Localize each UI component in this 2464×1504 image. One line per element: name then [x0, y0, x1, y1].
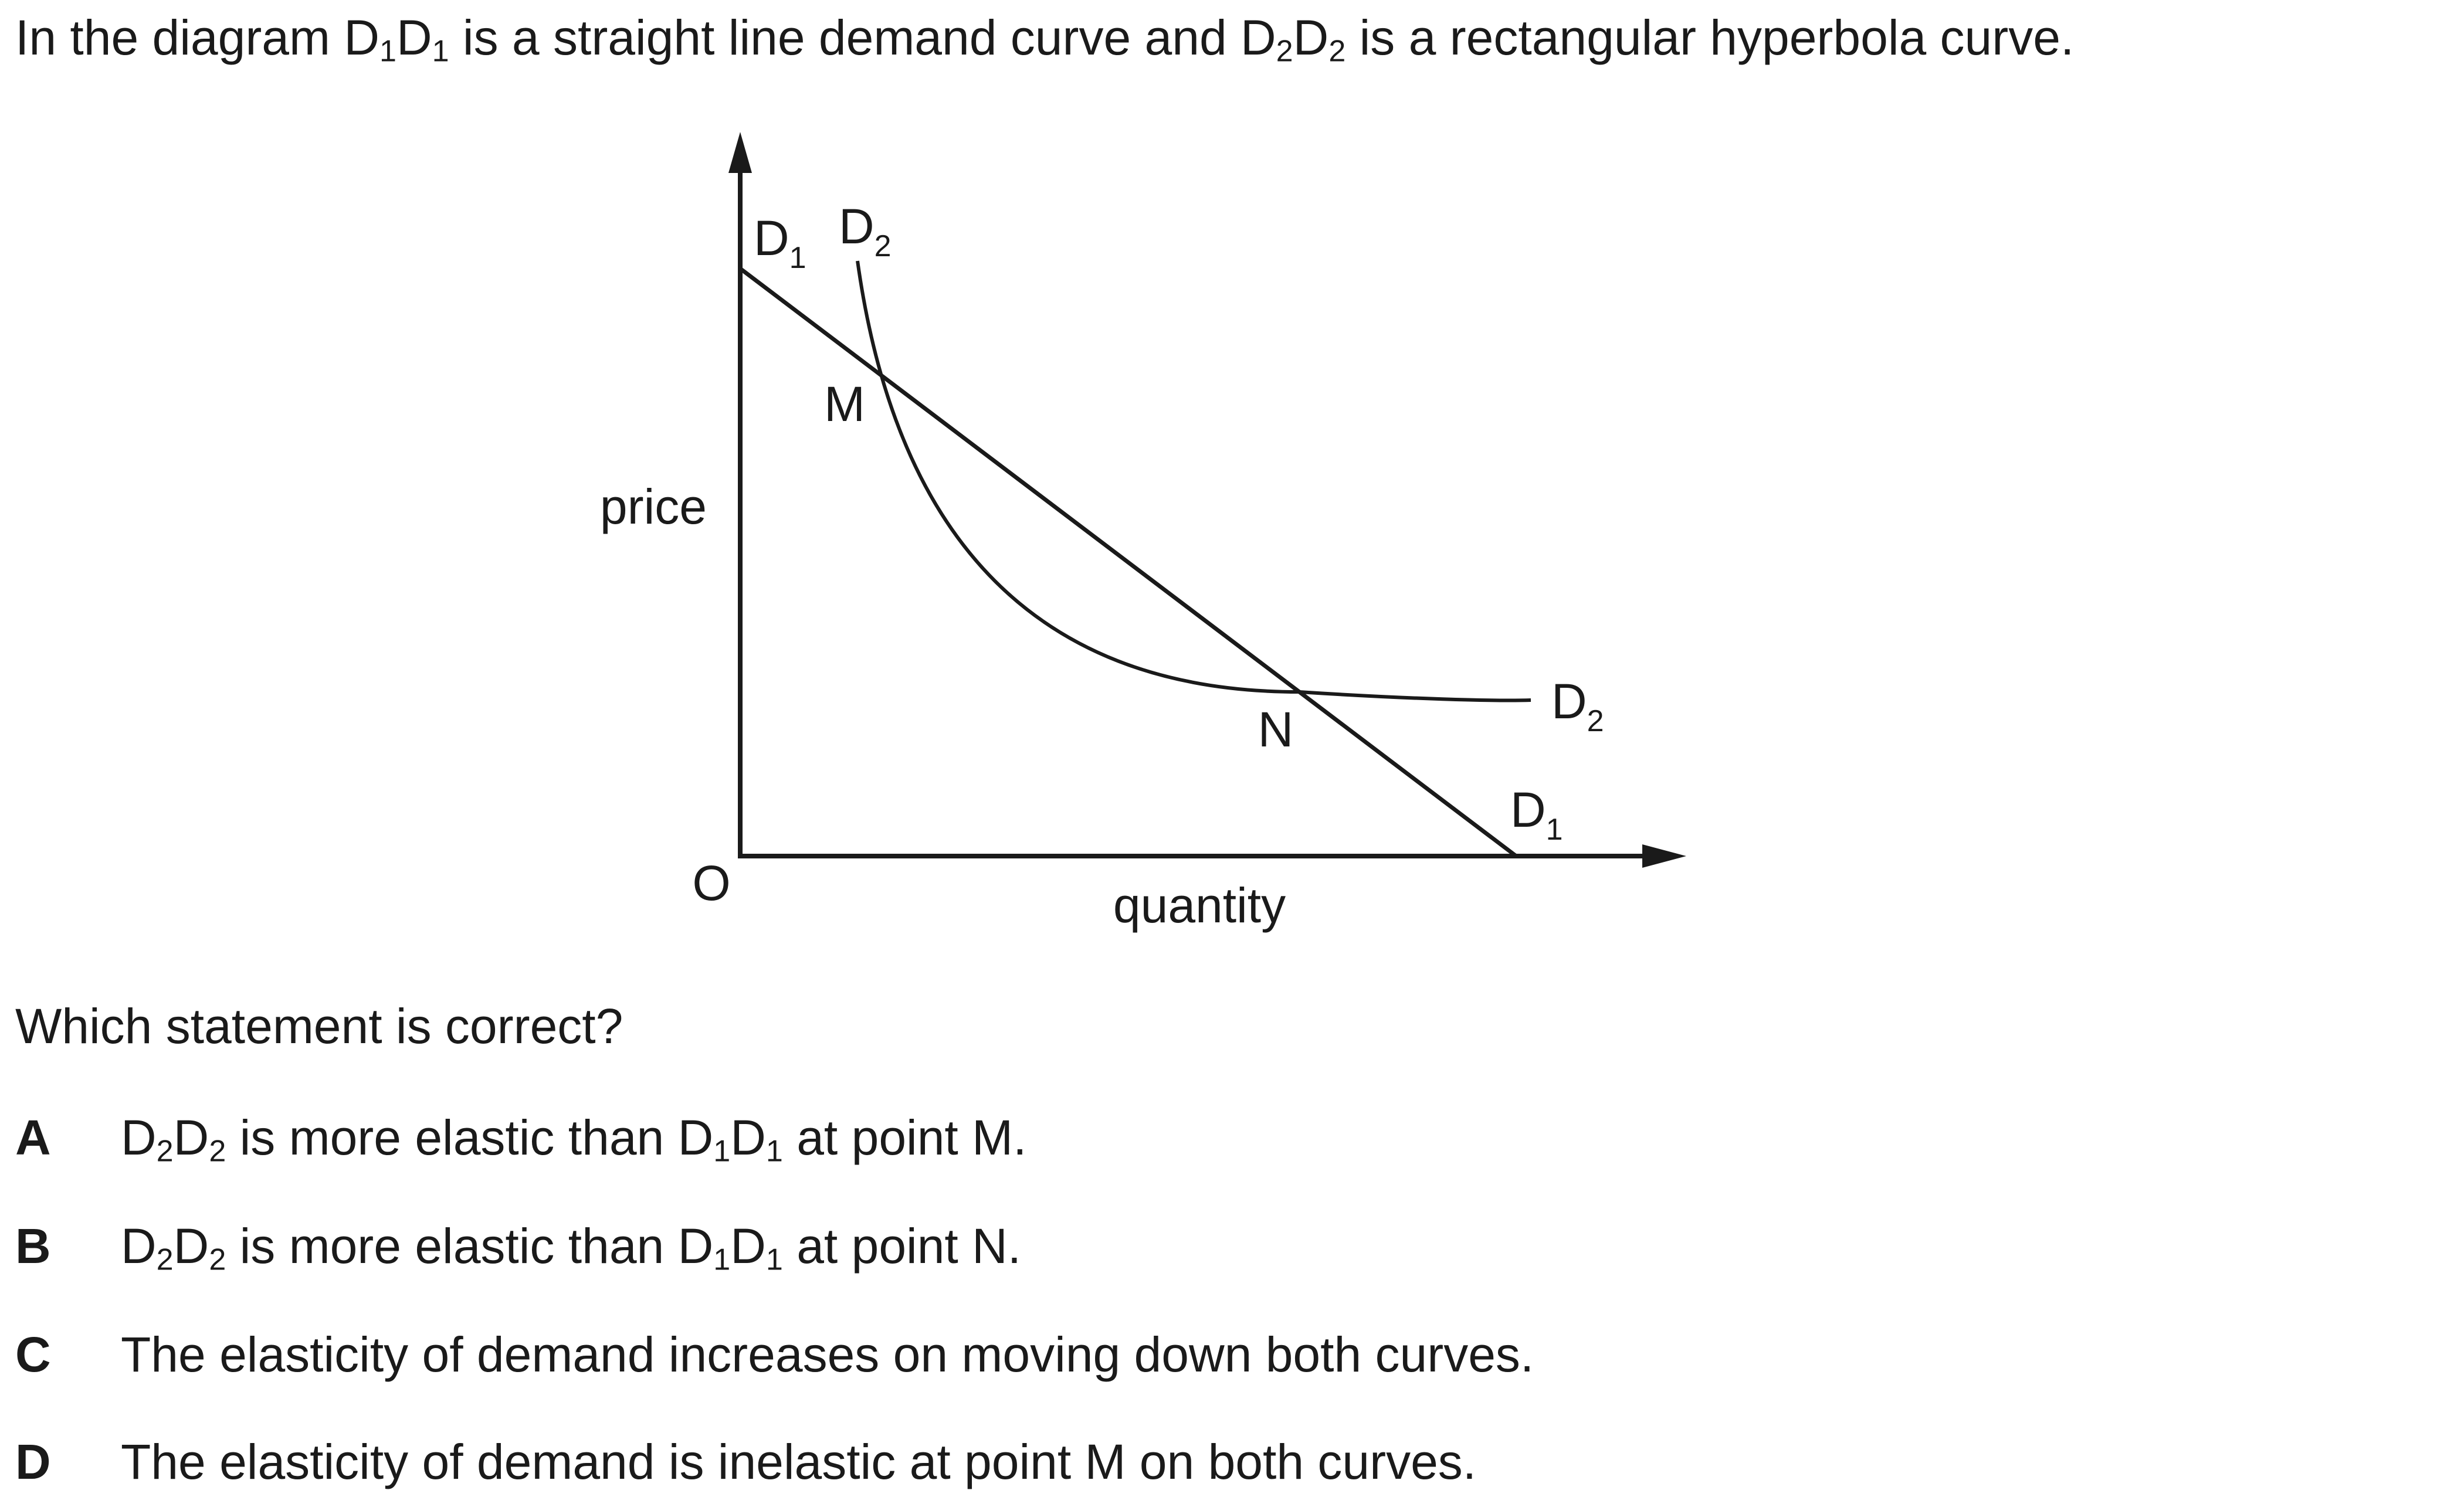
point-n-label: N — [1258, 702, 1294, 757]
d2-demand-curve — [856, 260, 1531, 702]
option-text: The elasticity of demand is inelastic at… — [121, 1434, 1477, 1489]
quantity-axis-label: quantity — [1113, 878, 1286, 933]
d2-top-label: D2 — [839, 199, 892, 263]
question-text: Which statement is correct? — [15, 999, 623, 1054]
option-letter: B — [15, 1218, 51, 1274]
point-m-label: M — [824, 376, 865, 432]
option-letter: D — [15, 1434, 51, 1489]
d2-right-label: D2 — [1551, 674, 1604, 738]
x-axis-arrowhead — [1642, 844, 1686, 868]
d1-bottom-label: D1 — [1510, 782, 1563, 847]
y-axis-arrowhead — [728, 132, 752, 173]
option-letter: C — [15, 1327, 51, 1382]
question-stem: In the diagram D1D1 is a straight line d… — [15, 10, 2075, 69]
option-text: D2D2 is more elastic than D1D1 at point … — [121, 1110, 1027, 1169]
origin-label: O — [692, 855, 730, 911]
d1-demand-line — [738, 267, 1518, 858]
option-text: D2D2 is more elastic than D1D1 at point … — [121, 1218, 1022, 1277]
option-text: The elasticity of demand increases on mo… — [121, 1327, 1534, 1382]
option-letter: A — [15, 1110, 51, 1165]
price-axis-label: price — [600, 479, 707, 534]
d1-top-label: D1 — [754, 211, 806, 275]
